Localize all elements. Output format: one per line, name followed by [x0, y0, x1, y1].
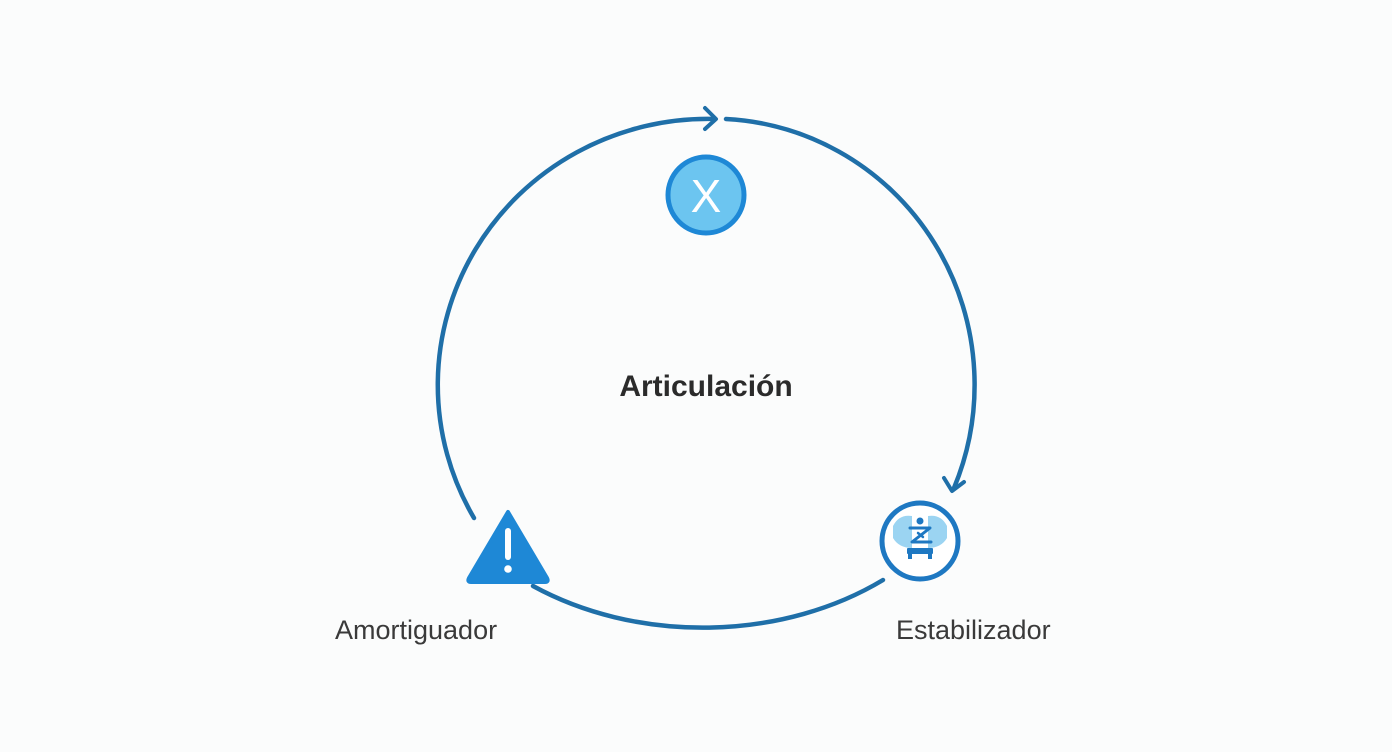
cycle-arc-left — [435, 116, 717, 521]
cycle-arc-bottom — [530, 577, 886, 630]
stabilizer-icon — [879, 500, 961, 582]
x-circle-glyph: X — [691, 170, 722, 222]
cycle-arc-right — [723, 116, 977, 491]
center-label: Articulación — [619, 370, 793, 403]
node-label-amortiguador: Amortiguador — [335, 615, 498, 645]
node-label-estabilizador: Estabilizador — [896, 615, 1051, 645]
warning-triangle-icon — [466, 510, 550, 584]
x-circle-icon: X — [665, 154, 747, 236]
arrow-top — [703, 106, 718, 131]
arrow-right — [942, 476, 966, 493]
